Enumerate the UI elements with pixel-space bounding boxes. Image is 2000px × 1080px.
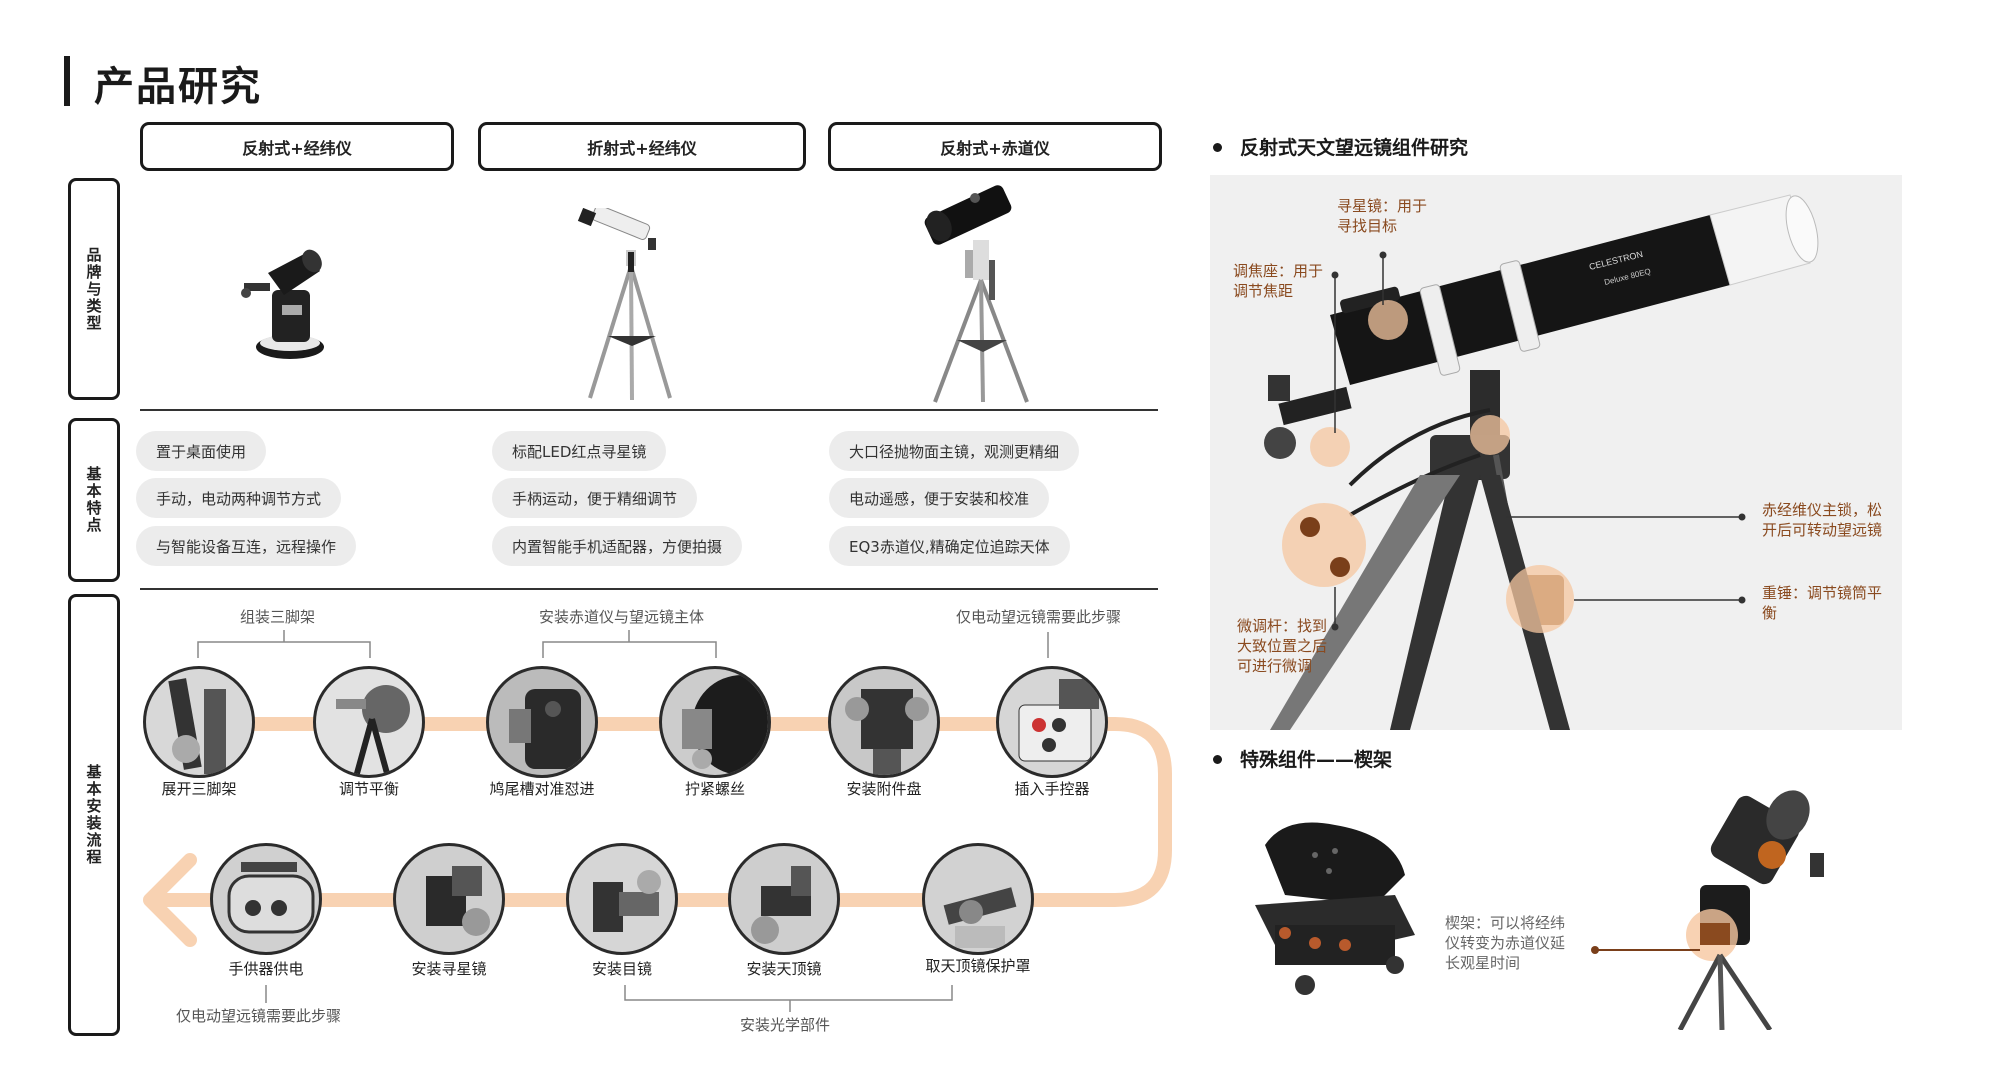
wedge-leader-line [1591,946,1700,954]
divider-brand [140,409,1158,411]
title-bar [64,56,70,106]
annotation-weight: 重锤：调节镜筒平衡 [1762,584,1883,622]
step-label: 拧紧螺丝 [684,780,746,798]
step-label: 展开三脚架 [161,780,237,798]
step-label: 取天顶镜保护罩 [925,957,1031,975]
column-header-reflector-altaz: 反射式+经纬仪 [140,122,454,171]
feature-pill: 手柄运动，便于精细调节 [492,478,698,518]
step-label: 插入手控器 [1014,780,1090,798]
telescope-diagram: CELESTRON Deluxe 80EQ [1264,194,1819,730]
step-photo [393,843,505,955]
step-photo [996,666,1108,778]
feature-pill: 内置智能手机适配器，方便拍摄 [492,526,743,566]
annotation-lock: 赤经维仪主锁，松开后可转动望远镜 [1762,501,1883,539]
annotation-fine-rod: 微调杆：找到大致位置之后可进行微调 [1237,617,1328,675]
group-caption-electric-only-bottom: 仅电动望远镜需要此步骤 [176,1007,342,1025]
step-photo [210,843,322,955]
group-caption-optics: 安装光学部件 [740,1016,831,1034]
divider-features [140,588,1158,590]
step-photo [313,666,425,778]
column-header-refractor-altaz: 折射式+经纬仪 [478,122,806,171]
feature-pill: 手动，电动两种调节方式 [136,478,342,518]
step-label: 安装寻星镜 [411,960,487,978]
tabletop-dobsonian-image [241,249,324,359]
wedge-heading: 特殊组件——楔架 [1240,749,1393,771]
feature-pill: 大口径抛物面主镜，观测更精细 [829,431,1080,471]
step-label: 安装附件盘 [846,780,922,798]
feature-pill: 与智能设备互连，远程操作 [136,526,357,566]
step-label: 鸠尾槽对准怼进 [489,780,595,798]
research-heading: 反射式天文望远镜组件研究 [1240,137,1469,159]
step-label: 调节平衡 [338,780,400,798]
feature-pill: 电动遥感，便于安装和校准 [829,478,1050,518]
refractor-tripod-image [577,208,672,401]
feature-pill: EQ3赤道仪,精确定位追踪天体 [829,526,1070,566]
step-label: 安装天顶镜 [746,960,822,978]
annotation-finder: 寻星镜：用于寻找目标 [1337,197,1428,235]
bullet [1213,143,1222,152]
step-photo [566,843,678,955]
bullet [1213,755,1222,764]
row-label-process: 基本安装流程 [68,594,120,1036]
row-label-brand: 品牌与类型 [68,178,120,400]
annotation-focuser: 调焦座：用于调节焦距 [1233,262,1324,300]
row-label-features: 基本特点 [68,418,120,582]
step-photo [828,666,940,778]
reflector-eq-image [924,185,1029,403]
step-photo [143,666,255,778]
step-photo [728,843,840,955]
annotation-wedge: 楔架：可以将经纬仪转变为赤道仪延长观星时间 [1445,914,1566,972]
feature-pill: 标配LED红点寻星镜 [492,431,667,471]
group-caption-mount: 安装赤道仪与望远镜主体 [539,608,705,626]
page-title: 产品研究 [94,64,262,110]
group-caption-tripod: 组装三脚架 [240,608,316,626]
step-label: 安装目镜 [591,960,653,978]
step-photo [486,666,598,778]
group-caption-electric-only: 仅电动望远镜需要此步骤 [956,608,1122,626]
step-label: 手供器供电 [228,960,304,978]
feature-pill: 置于桌面使用 [136,431,267,471]
step-photo [659,666,771,778]
step-photo [922,843,1034,955]
wedge-mounted-telescope-image [1677,790,1824,1030]
wedge-image [1255,822,1415,995]
column-header-reflector-eq: 反射式+赤道仪 [828,122,1162,171]
